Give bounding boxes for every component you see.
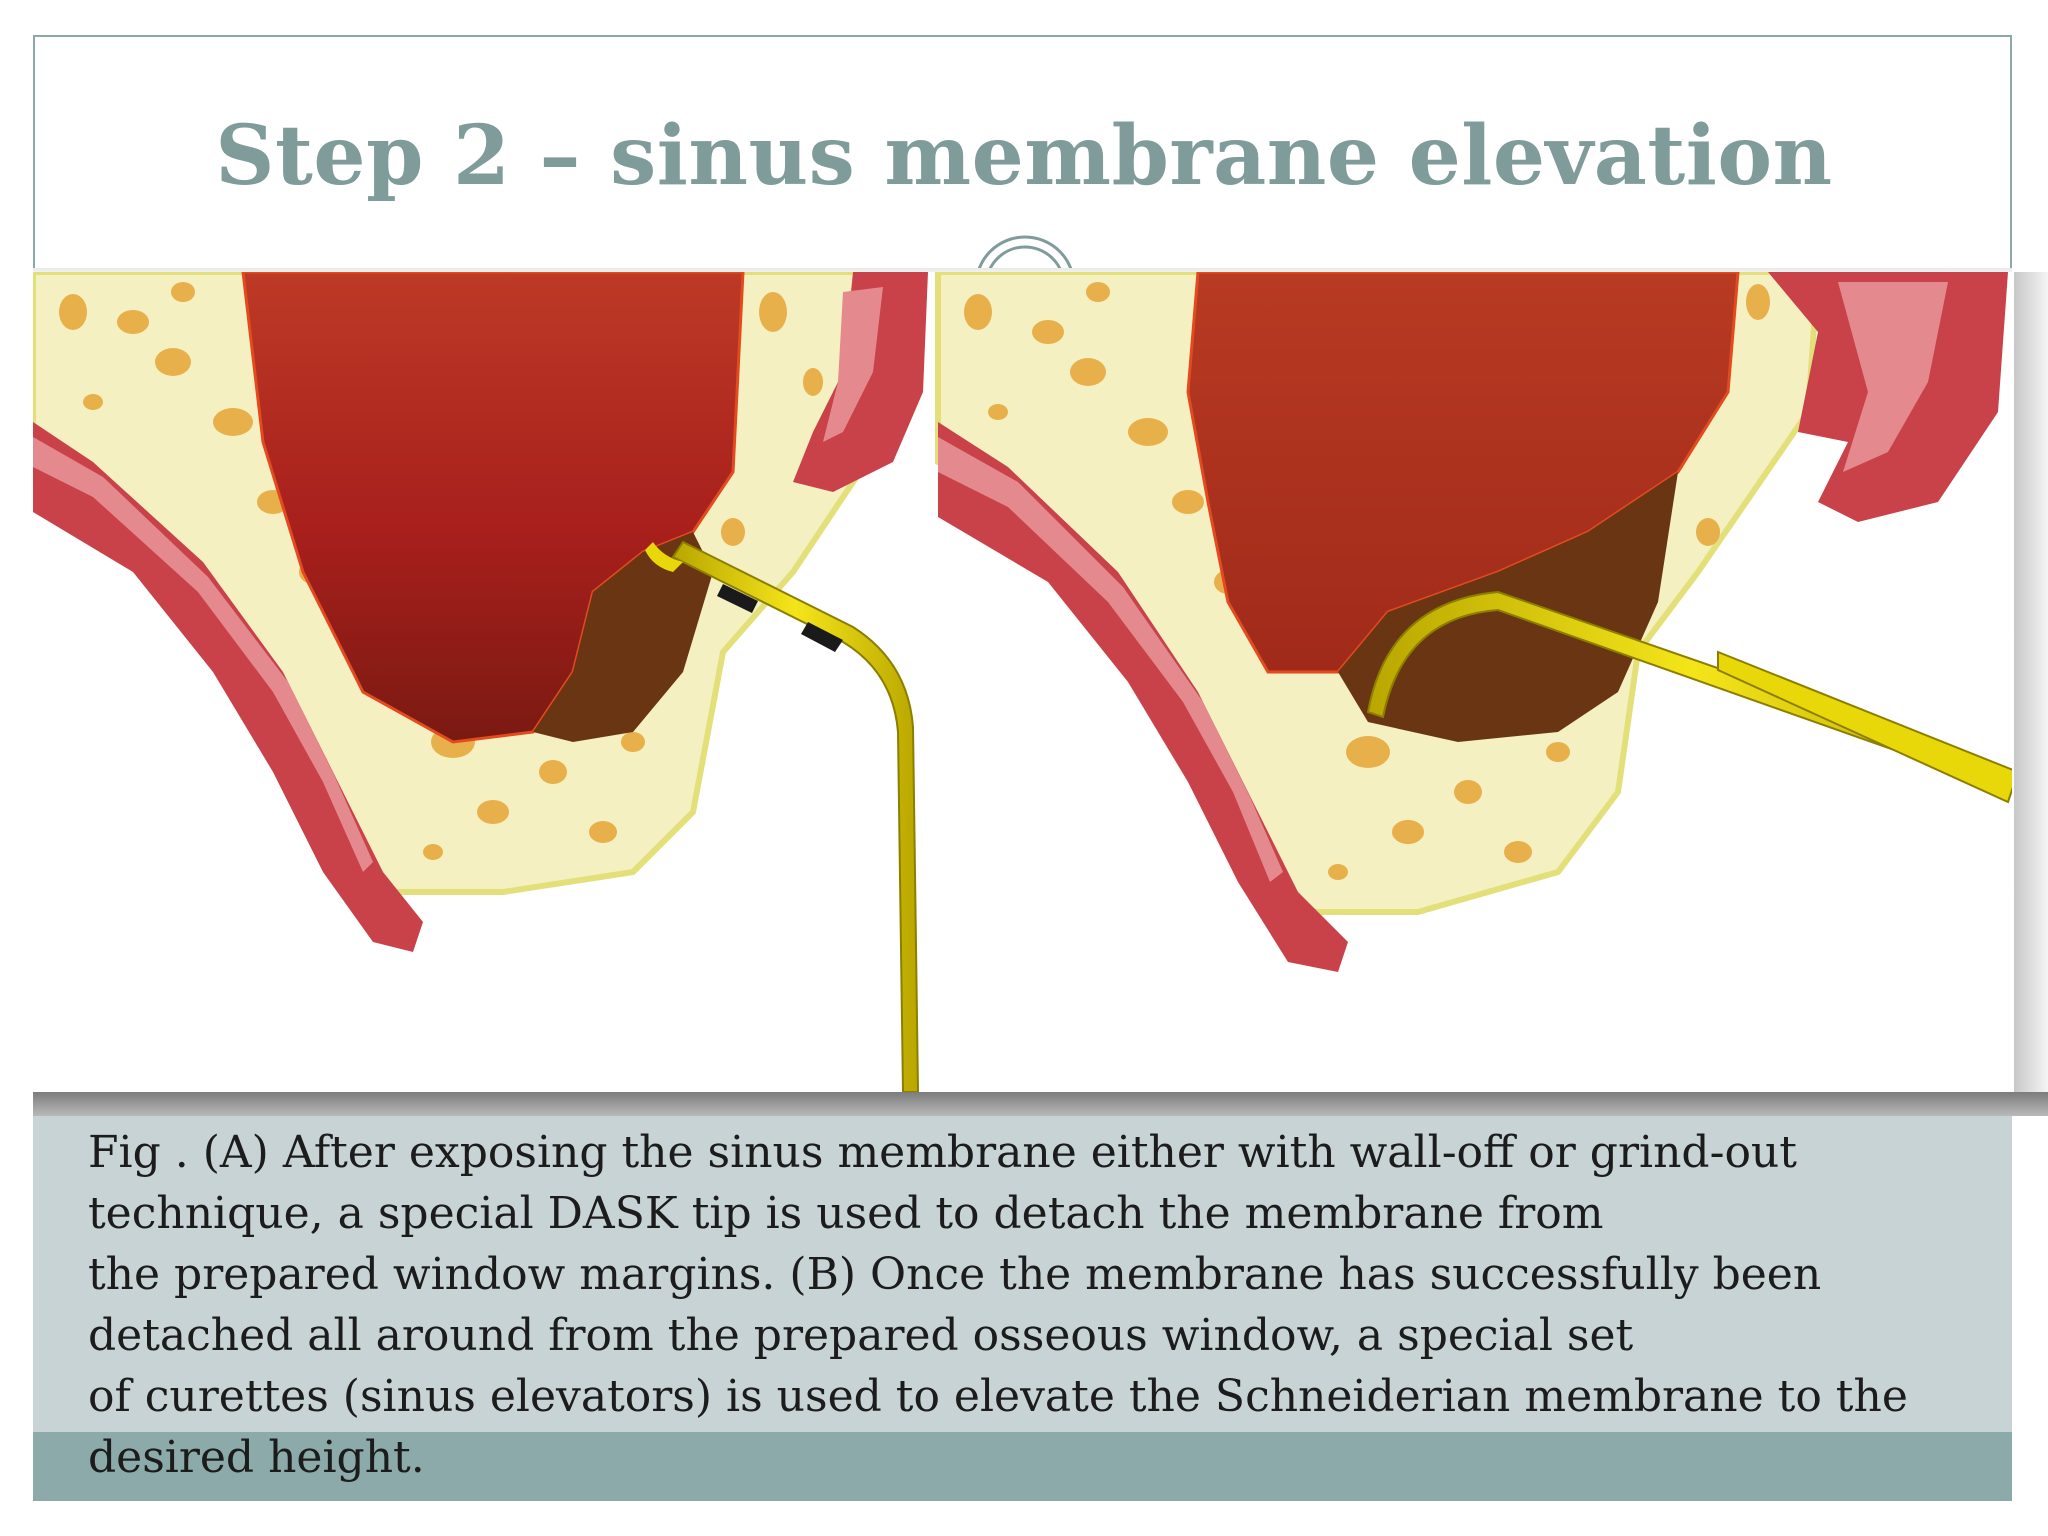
panel-a	[30, 269, 928, 1093]
figure-shadow-bottom	[33, 1092, 2048, 1116]
caption-line: detached all around from the prepared os…	[88, 1310, 1634, 1361]
caption-line: technique, a special DASK tip is used to…	[88, 1188, 1604, 1239]
caption-line: the prepared window margins. (B) Once th…	[88, 1249, 1822, 1300]
figure-image	[30, 269, 2020, 1093]
slide-title: Step 2 – sinus membrane elevation	[215, 108, 1833, 204]
figure-caption: Fig . (A) After exposing the sinus membr…	[88, 1122, 1988, 1488]
sinus-cavity-illustration	[30, 269, 2020, 1093]
figure-shadow-right	[2014, 272, 2048, 1112]
dask-tip-instrument-icon	[645, 540, 920, 1093]
caption-footer-band	[33, 1432, 2012, 1500]
panel-b	[935, 269, 2020, 972]
caption-line: desired height.	[88, 1432, 425, 1483]
caption-line: Fig . (A) After exposing the sinus membr…	[88, 1127, 1797, 1178]
caption-line: of curettes (sinus elevators) is used to…	[88, 1371, 1908, 1422]
